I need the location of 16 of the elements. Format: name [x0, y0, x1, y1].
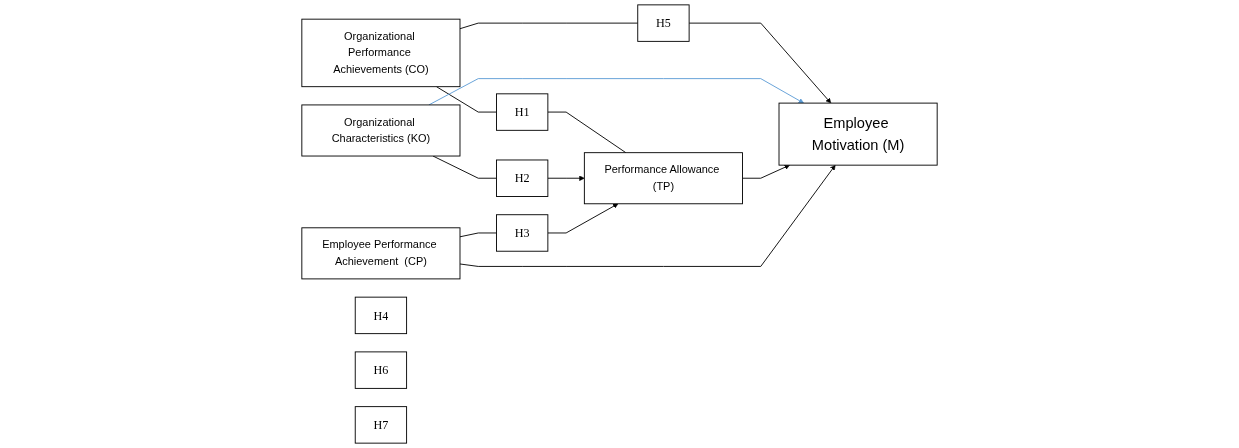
connector — [459, 232, 497, 238]
node-box: H1 — [496, 93, 549, 131]
node-box: H7 — [354, 406, 408, 444]
node-box: Employee Performance Achievement (CP) — [301, 227, 461, 280]
node-box: H3 — [496, 214, 549, 252]
node-box: Organizational Characteristics (KO) — [301, 104, 461, 157]
node-box: H4 — [354, 296, 408, 335]
node-box: H5 — [637, 4, 690, 42]
node-box: H2 — [496, 159, 549, 197]
node-box: Organizational Performance Achievements (CO) — [301, 18, 461, 88]
connector — [547, 111, 627, 154]
node-box: H6 — [354, 351, 408, 389]
node-box: Employee Motivation (M) — [778, 102, 938, 166]
node-box: Performance Allowance (TP) — [583, 152, 743, 205]
connector — [436, 86, 497, 113]
connector — [459, 22, 639, 30]
